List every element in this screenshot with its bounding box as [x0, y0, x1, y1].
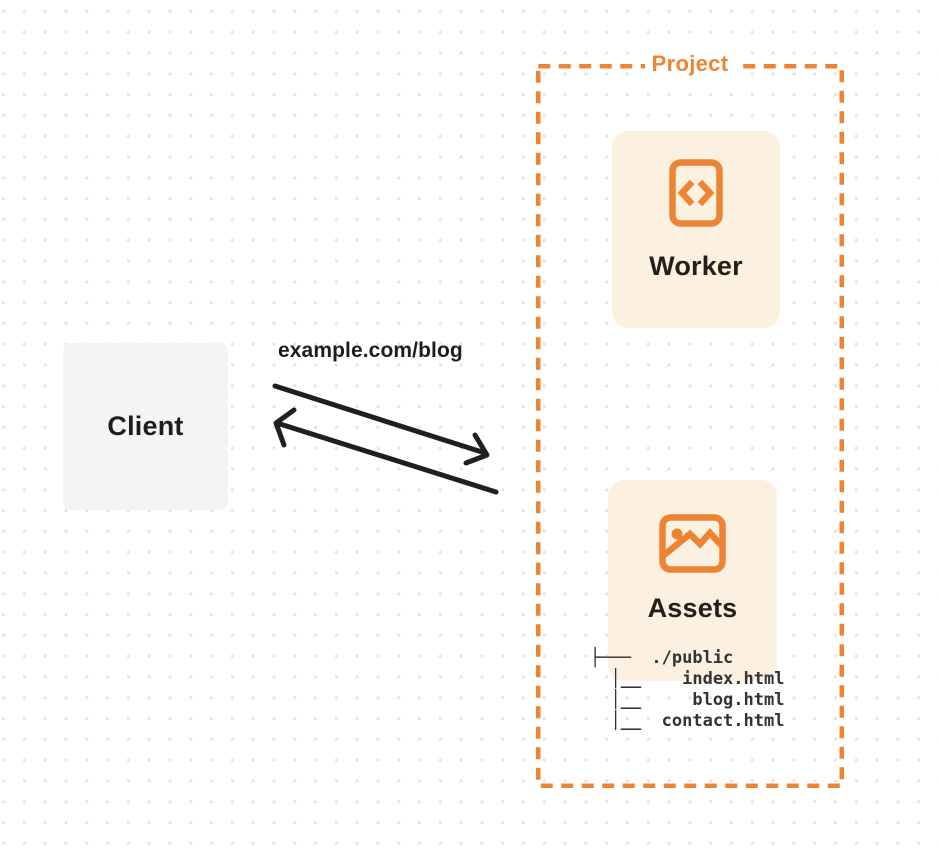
image-icon [659, 514, 726, 573]
client-label: Client [107, 411, 184, 441]
worker-label: Worker [649, 251, 743, 281]
assets-label: Assets [647, 593, 738, 623]
response-arrow [273, 407, 499, 495]
project-label-wrap: Project [536, 51, 844, 77]
code-file-icon [669, 159, 723, 227]
request-url-label: example.com/blog [278, 339, 463, 362]
request-arrow [272, 383, 490, 466]
assets-node: Assets [608, 480, 777, 681]
project-label: Project [644, 51, 736, 77]
worker-node: Worker [612, 131, 780, 328]
client-node: Client [63, 343, 228, 510]
assets-file-tree: ├─── ./public │__ index.html │__ blog.ht… [590, 648, 785, 731]
